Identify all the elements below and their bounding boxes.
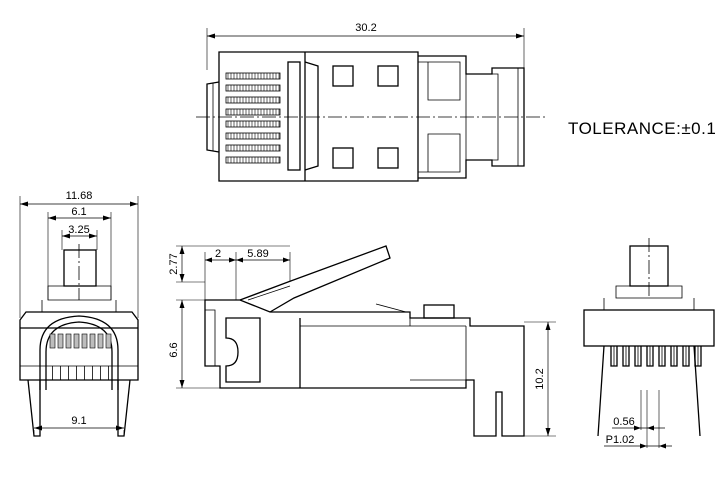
- top-window-4: [377, 147, 399, 169]
- top-contact-slot: [225, 84, 281, 92]
- rear-pin: [682, 346, 690, 367]
- front-contact-tooth: [81, 333, 88, 380]
- top-contact-slot: [225, 72, 281, 80]
- top-contact-slot: [225, 108, 281, 116]
- rear-view-pins: [610, 346, 702, 367]
- top-contact-slot: [225, 96, 281, 104]
- front-contact-tooth: [105, 333, 112, 380]
- rear-pin: [658, 346, 666, 367]
- rear-pin: [646, 346, 654, 367]
- front-contact-tooth: [65, 333, 72, 380]
- rear-pin: [634, 346, 642, 367]
- top-view: 30.2 TOLERANCE:±0.1: [196, 22, 716, 182]
- top-window-3: [332, 147, 354, 169]
- front-contact-tooth: [97, 333, 104, 380]
- top-contact-slot: [225, 144, 281, 152]
- dim-rear-pin-pitch: P1.02: [606, 434, 635, 446]
- dim-side-latch-offset: 2: [215, 248, 221, 260]
- dim-front-latch-width: 3.25: [68, 224, 89, 236]
- dim-side-body-height: 6.6: [168, 342, 180, 357]
- rear-view: 0.56 P1.02: [583, 238, 715, 449]
- front-contact-tooth: [73, 333, 80, 380]
- rear-pin: [694, 346, 702, 367]
- front-contact-tooth: [57, 333, 64, 380]
- dim-front-bottom-width: 9.1: [71, 415, 86, 427]
- top-view-contacts: [225, 72, 281, 164]
- dim-top-length: 30.2: [355, 22, 376, 34]
- top-contact-slot: [225, 120, 281, 128]
- tolerance-note: TOLERANCE:±0.1: [568, 119, 716, 138]
- dim-side-latch-length: 5.89: [247, 248, 268, 260]
- top-window-1: [332, 65, 354, 87]
- dim-side-latch-height: 2.77: [168, 253, 180, 274]
- top-contact-slot: [225, 156, 281, 164]
- rear-pin: [622, 346, 630, 367]
- top-window-2: [377, 65, 399, 87]
- top-contact-slot: [225, 132, 281, 140]
- side-view: 2.77 2 5.89 6.6: [168, 245, 556, 437]
- dim-front-overall-width: 11.68: [66, 190, 93, 202]
- front-contact-tooth: [49, 333, 56, 380]
- dim-side-total-height: 10.2: [534, 368, 546, 389]
- rear-pin: [610, 346, 618, 367]
- dim-front-inner-width: 6.1: [71, 206, 86, 218]
- front-view-contacts: [49, 333, 112, 380]
- rear-pin: [670, 346, 678, 367]
- dim-rear-pin-width: 0.56: [613, 416, 634, 428]
- front-contact-tooth: [89, 333, 96, 380]
- front-view: 11.68 6.1 3.25: [19, 190, 139, 437]
